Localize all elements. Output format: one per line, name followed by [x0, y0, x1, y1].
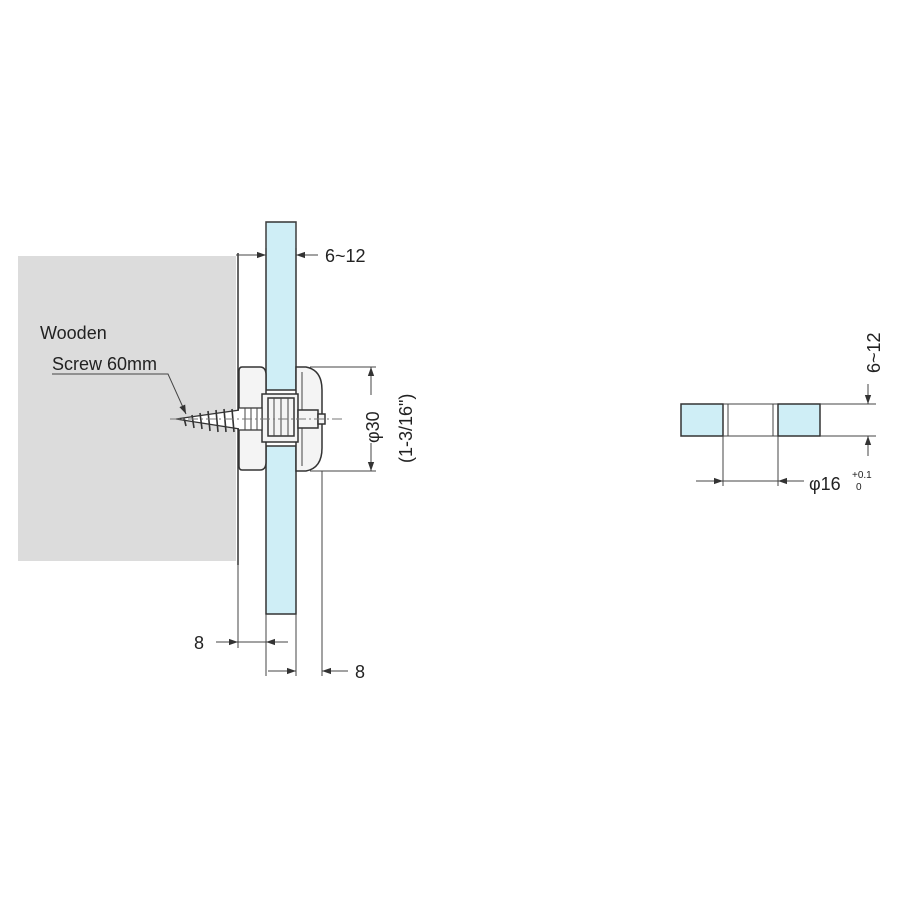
glass-panel-bottom	[265, 445, 297, 615]
offset-left-label: 8	[194, 633, 204, 653]
glass-thickness-side-label: 6~12	[325, 246, 366, 266]
side-view: Wooden Screw 60mm 6~12 φ30 (1-3/16") 8 8	[18, 221, 416, 682]
diameter-inch-label: (1-3/16")	[396, 394, 416, 463]
glass-panel-top	[265, 221, 297, 391]
offset-right-label: 8	[355, 662, 365, 682]
diameter-label: φ30	[363, 411, 383, 443]
screw-label-line1: Wooden	[40, 323, 107, 343]
section-thickness-label: 6~12	[864, 332, 884, 373]
screw-leader-line	[52, 373, 187, 415]
glass-section-right	[777, 403, 821, 437]
wooden-wall	[18, 256, 236, 561]
glass-section-left	[680, 403, 724, 437]
screw-label-line2: Screw 60mm	[52, 354, 157, 374]
hole-diameter-label: φ16	[809, 474, 841, 494]
hole-tolerance-lower: 0	[856, 482, 862, 493]
hole-section-view: 6~12 φ16 +0.1 0	[680, 332, 884, 494]
hole-tolerance-upper: +0.1	[852, 470, 872, 481]
